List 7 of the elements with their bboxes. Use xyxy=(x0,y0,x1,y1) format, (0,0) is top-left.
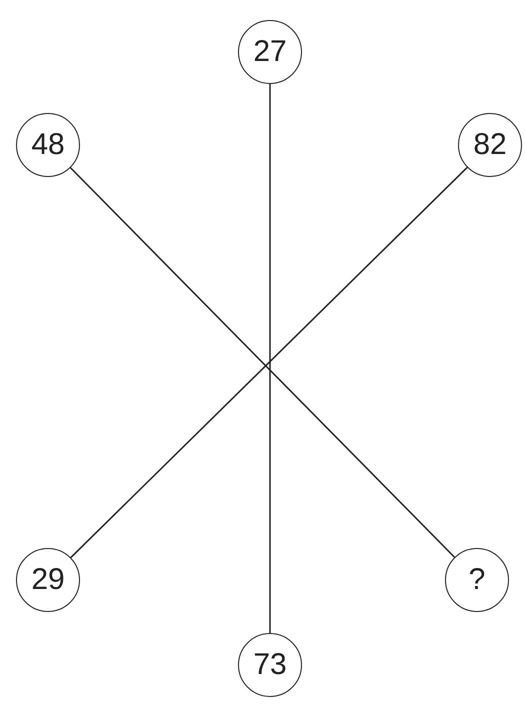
number-circle: 48 xyxy=(16,113,80,177)
number-circle: ? xyxy=(445,548,509,612)
number-circle: 82 xyxy=(458,113,522,177)
number-circle: 29 xyxy=(16,548,80,612)
number-circle: 27 xyxy=(238,20,302,84)
connector-line xyxy=(269,84,271,633)
number-circle: 73 xyxy=(238,633,302,697)
